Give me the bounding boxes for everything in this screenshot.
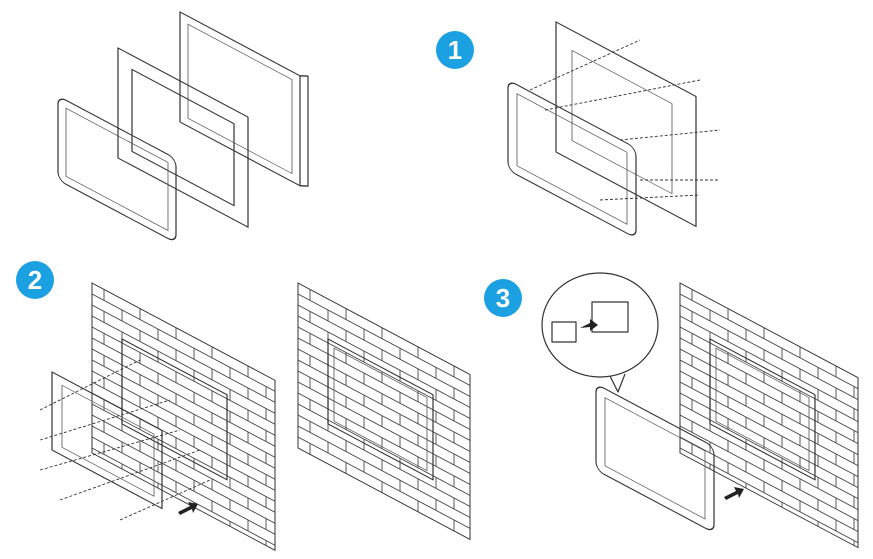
step-1-drawing: [507, 21, 721, 236]
arrow-icon: [178, 502, 198, 515]
arrow-icon: [724, 487, 744, 500]
step-number: 2: [27, 265, 43, 295]
step-3-drawing: [541, 272, 859, 549]
panel-pc: [57, 98, 177, 241]
bracket-callout: [541, 272, 659, 393]
step-number: 1: [447, 35, 463, 65]
exploded-view: [57, 11, 309, 241]
back-box: [179, 11, 309, 187]
step-2-badge: 2: [16, 261, 54, 299]
step-3-badge: 3: [484, 279, 522, 317]
step-1-badge: 1: [436, 31, 474, 69]
step-number: 3: [495, 283, 511, 313]
step-2-drawing: [39, 282, 471, 552]
mounting-frame: [117, 47, 249, 228]
